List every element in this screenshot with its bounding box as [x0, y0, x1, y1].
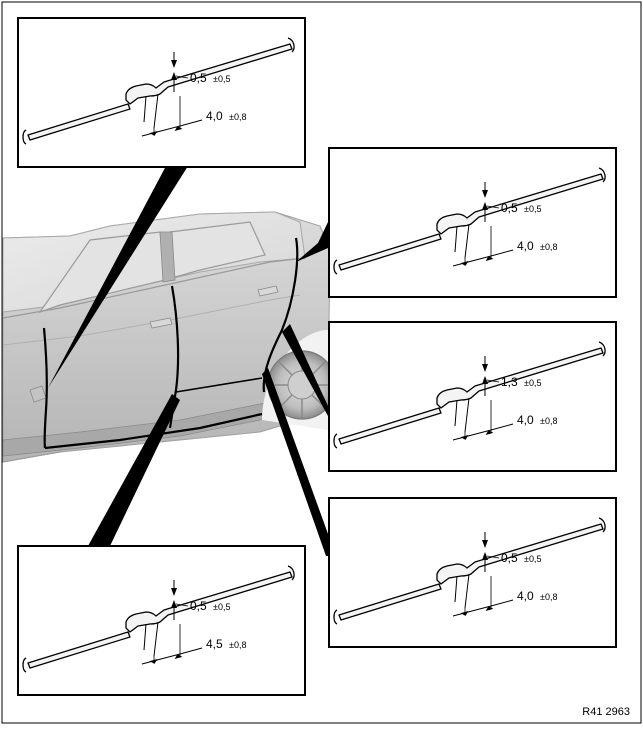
- leader-right-middle: [282, 324, 328, 416]
- end-bracket-right: [598, 167, 606, 183]
- lower-strip: [338, 583, 442, 621]
- flush-dim-line: [452, 249, 514, 267]
- flush-value: 4,0: [206, 109, 223, 123]
- flush-arrow-head-right: [485, 256, 494, 261]
- gap-arrow-head-bottom: [171, 72, 177, 80]
- flush-value: 4,0: [517, 239, 534, 253]
- upper-strip: [436, 523, 604, 585]
- upper-strip: [125, 571, 293, 633]
- flush-dim-line: [141, 119, 203, 137]
- panel-right-middle: 1,3 ±0,5 4,0 ±0,8: [328, 321, 617, 472]
- callout-leaders: [48, 166, 336, 556]
- upper-strip: [436, 347, 604, 409]
- end-bracket-left: [333, 609, 338, 625]
- flush-arrow-head-right: [174, 126, 183, 131]
- upper-strip: [125, 43, 293, 105]
- gap-arrow-head-bottom: [482, 202, 488, 210]
- panel-right-top: 0,5 ±0,5 4,0 ±0,8: [328, 147, 617, 298]
- gap-tolerance: ±0,5: [213, 74, 230, 84]
- flush-arrow-head-right: [485, 606, 494, 611]
- end-bracket-right: [287, 565, 295, 581]
- lower-strip: [338, 233, 442, 271]
- lower-strip: [27, 631, 131, 669]
- flush-dim-line: [452, 599, 514, 617]
- gap-tolerance: ±0,5: [524, 204, 541, 214]
- gap-arrow-head-bottom: [482, 552, 488, 560]
- upper-strip: [436, 173, 604, 235]
- gap-leader: [486, 555, 500, 559]
- lower-strip: [27, 103, 131, 141]
- gap-leader: [486, 379, 500, 383]
- flush-tolerance: ±0,8: [540, 242, 557, 252]
- gap-value: 0,5: [501, 551, 518, 565]
- panel-right-bottom: 0,5 ±0,5 4,0 ±0,8: [328, 497, 617, 648]
- leader-top-left: [48, 166, 188, 388]
- flange-lines: [454, 573, 470, 609]
- end-bracket-left: [22, 657, 27, 673]
- gap-arrow-head-top: [482, 540, 488, 548]
- gap-value: 0,5: [190, 599, 207, 613]
- leader-right-top: [296, 222, 328, 262]
- flange-lines: [454, 223, 470, 259]
- leader-bottom-left: [88, 394, 180, 546]
- gap-value: 1,3: [501, 375, 518, 389]
- flush-arrow-head-right: [174, 654, 183, 659]
- flush-arrow-head-left: [149, 659, 158, 664]
- flush-tolerance: ±0,8: [229, 640, 246, 650]
- gap-arrow-head-bottom: [482, 376, 488, 384]
- flush-arrow-head-right: [485, 430, 494, 435]
- flush-value: 4,5: [206, 637, 223, 651]
- gap-leader: [175, 603, 189, 607]
- detail-panels: 0,5 ±0,5 4,0 ±0,8 0,5 ±0,5 4,0 ±0,8 1,3 ±0,5 4,0 ±0…: [17, 17, 617, 696]
- gap-arrow-head-top: [171, 588, 177, 596]
- flush-arrow-head-left: [460, 261, 469, 266]
- gap-leader: [486, 205, 500, 209]
- reference-code: R41 2963: [582, 706, 630, 718]
- leader-right-bottom: [262, 368, 336, 556]
- flush-tolerance: ±0,8: [540, 416, 557, 426]
- end-bracket-right: [598, 517, 606, 533]
- panel-top-left: 0,5 ±0,5 4,0 ±0,8: [17, 17, 306, 168]
- flush-dim-line: [452, 423, 514, 441]
- end-bracket-left: [333, 433, 338, 449]
- end-bracket-left: [333, 259, 338, 275]
- flush-tolerance: ±0,8: [229, 112, 246, 122]
- gap-arrow-head-top: [171, 60, 177, 68]
- flange-lines: [143, 621, 159, 657]
- flush-arrow-head-left: [460, 435, 469, 440]
- flush-dim-line: [141, 647, 203, 665]
- gap-tolerance: ±0,5: [524, 554, 541, 564]
- flush-value: 4,0: [517, 413, 534, 427]
- gap-value: 0,5: [190, 71, 207, 85]
- end-bracket-left: [22, 129, 27, 145]
- car-side-view: [2, 211, 337, 463]
- gap-leader: [175, 75, 189, 79]
- end-bracket-right: [598, 341, 606, 357]
- end-bracket-right: [287, 37, 295, 53]
- flush-arrow-head-left: [149, 131, 158, 136]
- flange-lines: [143, 93, 159, 129]
- gap-tolerance: ±0,5: [213, 602, 230, 612]
- lower-strip: [338, 407, 442, 445]
- panel-bottom-left: 0,5 ±0,5 4,5 ±0,8: [17, 545, 306, 696]
- gap-value: 0,5: [501, 201, 518, 215]
- gap-arrow-head-top: [482, 364, 488, 372]
- flush-arrow-head-left: [460, 611, 469, 616]
- flush-tolerance: ±0,8: [540, 592, 557, 602]
- panel-border: [17, 17, 306, 168]
- flush-value: 4,0: [517, 589, 534, 603]
- flange-lines: [454, 397, 470, 433]
- gap-tolerance: ±0,5: [524, 378, 541, 388]
- gap-arrow-head-top: [482, 190, 488, 198]
- gap-arrow-head-bottom: [171, 600, 177, 608]
